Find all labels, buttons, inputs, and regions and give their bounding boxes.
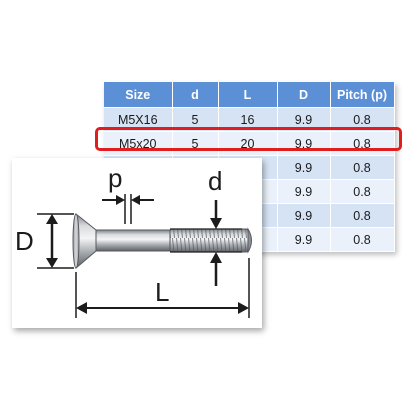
cell-pitch: 0.8 — [330, 155, 395, 180]
head-diameter-dimension — [37, 213, 74, 269]
cell-dd: 9.9 — [277, 203, 331, 228]
header-size: Size — [104, 82, 173, 108]
header-d: d — [172, 82, 219, 108]
cell-dd: 9.9 — [277, 107, 331, 132]
length-dimension — [75, 258, 250, 318]
table-row: M5X16 5 16 9.9 0.8 — [104, 107, 395, 132]
cell-pitch: 0.8 — [330, 203, 395, 228]
length-label: L — [155, 277, 169, 307]
header-pitch: Pitch (p) — [330, 82, 395, 108]
pitch-label: p — [108, 163, 122, 193]
pitch-dimension — [102, 194, 154, 224]
screw-dimension-diagram: p d D L — [12, 158, 262, 328]
header-dd: D — [277, 82, 331, 108]
countersunk-screw-icon — [72, 212, 252, 270]
cell-pitch: 0.8 — [330, 131, 395, 156]
header-l: L — [218, 82, 278, 108]
cell-dd: 9.9 — [277, 227, 331, 252]
table-header-row: Size d L D Pitch (p) — [104, 82, 395, 108]
cell-dd: 9.9 — [277, 179, 331, 204]
thread-diameter-dimension — [170, 200, 242, 286]
cell-size: M5x20 — [104, 131, 173, 156]
diagram-svg: p d D L — [15, 163, 252, 318]
cell-l: 16 — [218, 107, 278, 132]
cell-pitch: 0.8 — [330, 227, 395, 252]
cell-l: 20 — [218, 131, 278, 156]
cell-pitch: 0.8 — [330, 179, 395, 204]
cell-d: 5 — [172, 107, 219, 132]
cell-dd: 9.9 — [277, 155, 331, 180]
thread-diameter-label: d — [208, 166, 222, 196]
head-diameter-label: D — [15, 226, 34, 256]
cell-d: 5 — [172, 131, 219, 156]
cell-dd: 9.9 — [277, 131, 331, 156]
cell-pitch: 0.8 — [330, 107, 395, 132]
table-row: M5x20 5 20 9.9 0.8 — [104, 131, 395, 156]
cell-size: M5X16 — [104, 107, 173, 132]
